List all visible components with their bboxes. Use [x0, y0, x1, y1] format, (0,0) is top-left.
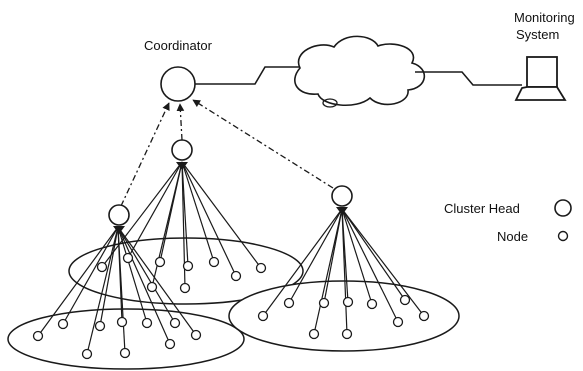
monitoring-label-line1: Monitoring — [514, 10, 575, 25]
sensor-node — [208, 256, 220, 268]
sensor-node — [94, 320, 106, 332]
cluster-links — [262, 208, 425, 335]
sensor-node — [366, 298, 378, 310]
sensor-node — [190, 329, 202, 341]
sensor-node — [154, 256, 166, 268]
sensor-node — [116, 316, 128, 328]
cluster-head-node — [331, 185, 353, 207]
cluster-head-node — [171, 139, 193, 161]
sensor-node — [399, 294, 411, 306]
laptop-icon — [514, 56, 567, 101]
legend-cluster-head-icon — [554, 199, 572, 217]
sensor-node — [341, 328, 353, 340]
sensor-node — [81, 348, 93, 360]
legend-node-label: Node — [497, 229, 528, 244]
cluster-links — [101, 161, 262, 289]
coordinator-cloud-link — [195, 66, 300, 85]
sensor-node — [257, 310, 269, 322]
sensor-node — [318, 297, 330, 309]
cluster-links — [37, 226, 197, 355]
sensor-node — [255, 262, 267, 274]
cluster-head-node — [108, 204, 130, 226]
cloud-monitor-link — [415, 71, 522, 86]
sensor-node — [418, 310, 430, 322]
sensor-node — [32, 330, 44, 342]
sensor-node — [141, 317, 153, 329]
coordinator-label: Coordinator — [144, 38, 213, 53]
sensor-node — [342, 296, 354, 308]
sensor-node — [169, 317, 181, 329]
monitoring-label-line2: System — [516, 27, 559, 42]
coordinator-node — [160, 66, 196, 102]
sensor-node — [57, 318, 69, 330]
sensor-node — [146, 281, 158, 293]
sensor-node — [283, 297, 295, 309]
legend-cluster-head-label: Cluster Head — [444, 201, 520, 216]
sensor-node — [122, 252, 134, 264]
cloud-tail-icon — [322, 98, 338, 108]
network-cloud-icon — [294, 35, 426, 107]
sensor-node — [119, 347, 131, 359]
sensor-node — [164, 338, 176, 350]
sensor-node — [182, 260, 194, 272]
sensor-node — [308, 328, 320, 340]
sensor-node — [230, 270, 242, 282]
sensor-node — [392, 316, 404, 328]
cluster-head-arrows — [113, 162, 348, 234]
cluster-region — [7, 308, 245, 370]
cluster-head-links — [120, 99, 334, 207]
sensor-node — [96, 261, 108, 273]
legend-node-icon — [557, 230, 569, 242]
sensor-node — [179, 282, 191, 294]
